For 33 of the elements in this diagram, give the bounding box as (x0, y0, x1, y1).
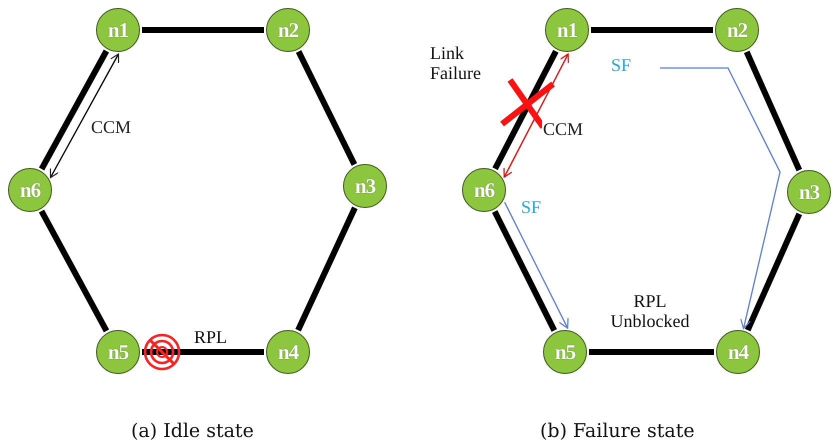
network-node: n3 (787, 170, 831, 214)
network-node: n1 (96, 8, 140, 52)
network-node: n6 (462, 168, 506, 212)
network-node: n2 (266, 8, 310, 52)
ring-link (296, 50, 358, 166)
status-label: RPL Unblocked (610, 292, 690, 332)
failure-label: Link Failure (430, 44, 482, 84)
ring-link (38, 50, 110, 170)
network-node: n5 (96, 330, 140, 374)
ring-link (38, 210, 110, 332)
arrow (504, 202, 569, 329)
ring-link (492, 210, 557, 332)
network-node: n4 (716, 330, 760, 374)
ring-link (744, 212, 802, 332)
link-label: RPL (194, 328, 228, 348)
ring-link (142, 27, 264, 33)
network-node: n6 (8, 168, 52, 212)
figure-caption: (b) Failure state (540, 420, 695, 442)
ring-link (589, 349, 714, 355)
ring-link (492, 50, 559, 170)
arrow (50, 53, 120, 178)
ring-link (295, 206, 358, 332)
network-node: n5 (543, 330, 587, 374)
network-node: n4 (266, 330, 310, 374)
network-node: n3 (343, 164, 387, 208)
ring-link (744, 50, 802, 172)
figure-caption: (a) Idle state (131, 420, 254, 442)
ring-link (142, 349, 264, 355)
arrow (660, 67, 781, 330)
ring-link (591, 27, 713, 33)
network-node: n1 (545, 8, 589, 52)
arrow (503, 53, 569, 178)
network-node: n2 (715, 8, 759, 52)
